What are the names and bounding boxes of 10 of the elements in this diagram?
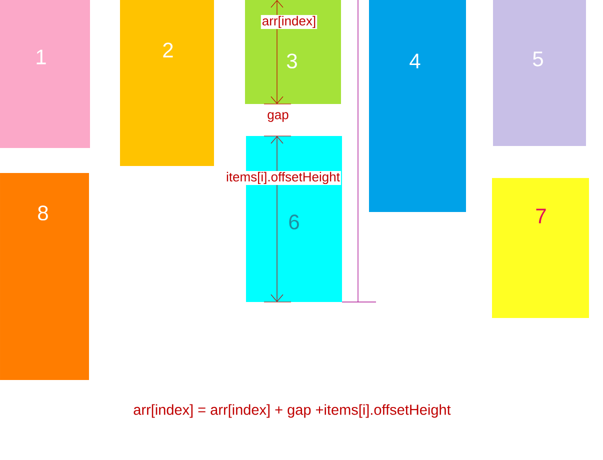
- dimension-label: arr[index]: [260, 14, 318, 30]
- block-box: 2: [120, 0, 214, 166]
- block-box: 8: [0, 173, 89, 380]
- block-box: 1: [0, 0, 90, 148]
- dimension-label: items[i].offsetHeight: [225, 170, 341, 186]
- block-box: 4: [369, 0, 466, 212]
- formula-text: arr[index] = arr[index] + gap +items[i].offsetHeight: [134, 404, 451, 418]
- block-box: 7: [492, 178, 589, 318]
- block-box: 5: [493, 0, 586, 146]
- dimension-label: gap: [268, 112, 288, 122]
